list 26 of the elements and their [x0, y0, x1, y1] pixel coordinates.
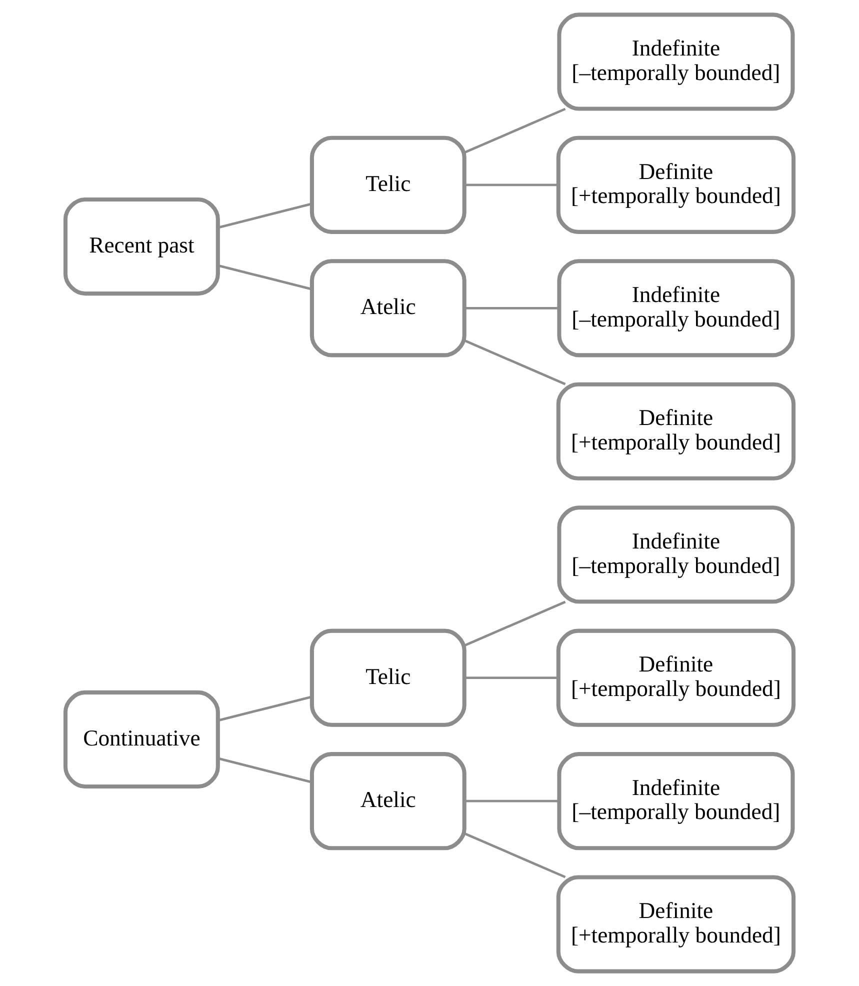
connector [218, 202, 312, 229]
node-box: Indefinite [–temporally bounded] [557, 752, 795, 850]
connector [464, 600, 566, 647]
node-box: Indefinite [–temporally bounded] [557, 259, 795, 358]
node-box: Indefinite [–temporally bounded] [557, 506, 795, 604]
node-box: Definite [+temporally bounded] [556, 382, 796, 480]
connector [218, 757, 312, 784]
connector [464, 184, 558, 186]
node-box: Telic [310, 628, 466, 727]
connector [218, 264, 312, 290]
node-box: Definite [+temporally bounded] [556, 136, 796, 234]
node-box: Recent past [63, 198, 220, 296]
connector [464, 306, 559, 310]
node-box: Definite [+temporally bounded] [556, 875, 796, 974]
connector [464, 108, 566, 154]
connector [464, 676, 558, 680]
node-box: Atelic [310, 752, 466, 850]
node-box: Continuative [63, 690, 220, 788]
connector [464, 800, 559, 802]
node-box: Atelic [310, 259, 466, 358]
node-box: Telic [310, 136, 466, 234]
node-box: Indefinite [–temporally bounded] [557, 12, 795, 111]
connector [218, 696, 312, 722]
connector [464, 339, 566, 386]
connector [464, 832, 566, 878]
node-box: Definite [+temporally bounded] [556, 628, 796, 727]
